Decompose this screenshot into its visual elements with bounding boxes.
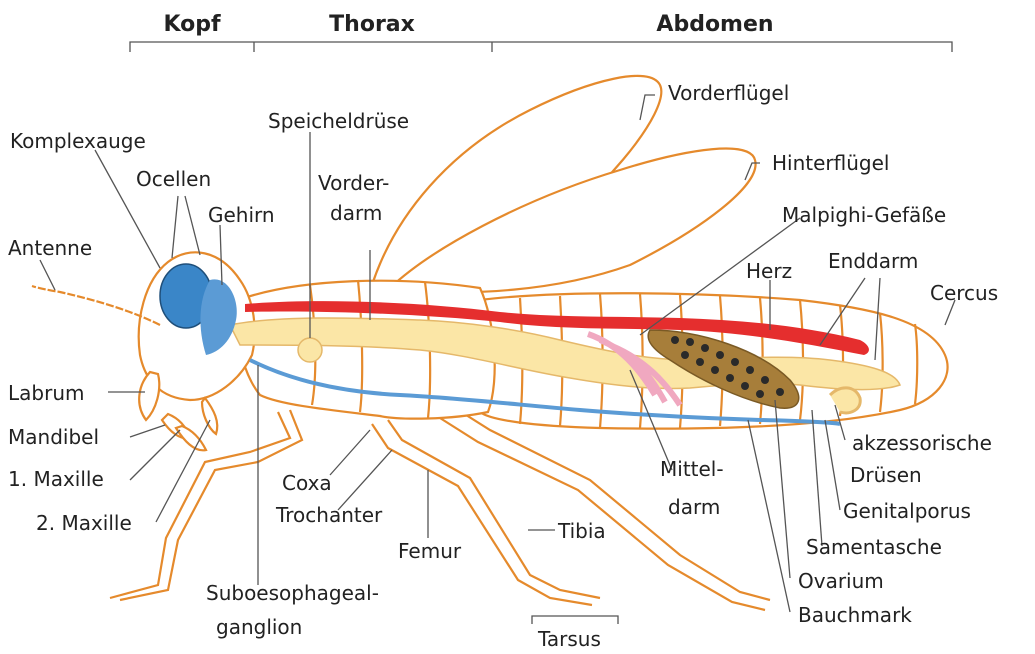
label-samentasche: Samentasche xyxy=(806,535,942,559)
label-cercus: Cercus xyxy=(930,281,998,305)
label-mitteldarm-line1: Mittel- xyxy=(660,457,724,481)
label-vorderfluegel: Vorderflügel xyxy=(668,81,789,105)
label-gehirn: Gehirn xyxy=(208,203,275,227)
label-suboesophageal-line2: ganglion xyxy=(216,615,302,639)
label-tarsus: Tarsus xyxy=(537,627,601,651)
label-trochanter: Trochanter xyxy=(275,503,383,527)
label-malpighi: Malpighi-Gefäße xyxy=(782,203,946,227)
salivary-gland xyxy=(298,338,322,362)
labrum-shape xyxy=(139,372,159,420)
label-hinterfluegel: Hinterflügel xyxy=(772,151,889,175)
label-komplexauge: Komplexauge xyxy=(10,129,146,153)
front-leg xyxy=(120,410,302,600)
label-vorderdarm-line1: Vorder- xyxy=(318,171,389,195)
label-labrum: Labrum xyxy=(8,381,84,405)
label-enddarm: Enddarm xyxy=(828,249,918,273)
label-antenne: Antenne xyxy=(8,236,92,260)
section-head-label: Kopf xyxy=(163,12,221,37)
label-tibia: Tibia xyxy=(557,519,606,543)
label-bauchmark: Bauchmark xyxy=(798,603,912,627)
label-femur: Femur xyxy=(398,539,462,563)
label-ocellen: Ocellen xyxy=(136,167,211,191)
label-ovarium: Ovarium xyxy=(798,569,884,593)
label-coxa: Coxa xyxy=(282,471,332,495)
hind-leg xyxy=(455,408,770,600)
label-speicheldruese: Speicheldrüse xyxy=(268,109,409,133)
section-thorax-label: Thorax xyxy=(329,12,415,37)
label-vorderdarm-line2: darm xyxy=(330,201,382,225)
middle-leg xyxy=(388,420,600,598)
label-suboesophageal-line1: Suboesophageal- xyxy=(206,581,379,605)
label-mitteldarm-line2: darm xyxy=(668,495,720,519)
label-maxille2: 2. Maxille xyxy=(36,511,132,535)
label-mandibel: Mandibel xyxy=(8,425,99,449)
label-genitalporus: Genitalporus xyxy=(843,499,971,523)
maxilla2-shape xyxy=(202,398,217,434)
label-herz: Herz xyxy=(746,259,792,283)
section-abdomen-label: Abdomen xyxy=(656,12,773,37)
section-brackets xyxy=(130,42,952,52)
label-akzessorische-line2: Drüsen xyxy=(850,463,922,487)
wings xyxy=(372,76,756,292)
label-akzessorische-line1: akzessorische xyxy=(852,431,992,455)
label-maxille1: 1. Maxille xyxy=(8,467,104,491)
